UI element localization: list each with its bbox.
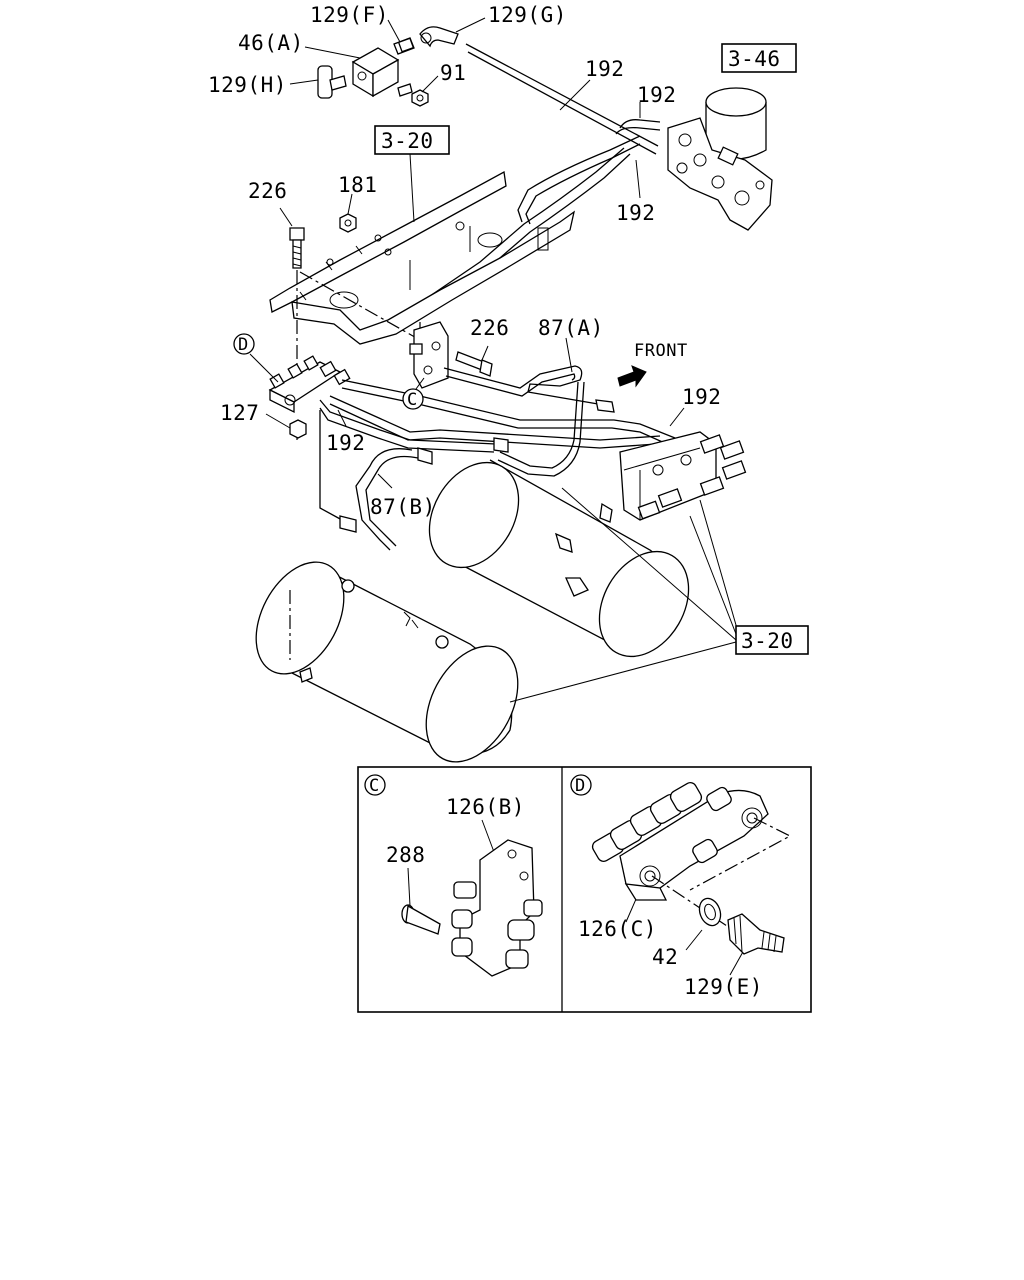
ref-box-3-20-bottom	[735, 625, 809, 655]
label-192-e: 192	[326, 431, 365, 455]
valve-126b-detail	[451, 839, 543, 977]
manifold-126c-detail	[591, 782, 769, 901]
air-tank-upper	[428, 459, 690, 658]
pipe-87b	[319, 410, 433, 551]
label-ref-3-46: 3-46	[728, 47, 781, 71]
detail-c-panel: C 126(B) 288	[364, 774, 543, 977]
detail-d-label-129e: 129(E)	[684, 975, 763, 999]
detail-d-label-126c: 126(C)	[578, 917, 657, 941]
pipe-192-lower	[319, 399, 509, 453]
svg-text:C: C	[407, 390, 418, 410]
detail-d-panel: D 126(C) 42 129(E)	[570, 774, 792, 999]
detail-d-circle-label: D	[575, 776, 586, 796]
label-192-a: 192	[585, 57, 624, 81]
pipe-192-upper	[409, 43, 661, 319]
frame-crossmember	[269, 170, 576, 345]
nut-91	[411, 89, 429, 107]
label-129f: 129(F)	[310, 3, 389, 27]
label-127: 127	[220, 401, 259, 425]
label-front: FRONT	[634, 341, 688, 361]
bolt-226-upper	[289, 227, 305, 269]
label-91: 91	[440, 61, 466, 85]
label-192-c: 192	[616, 201, 655, 225]
fitting-129g-elbow	[419, 26, 459, 48]
label-ref-3-20-bottom: 3-20	[741, 629, 794, 653]
bolt-226-lower	[455, 351, 493, 377]
detail-c-label-126b: 126(B)	[446, 795, 525, 819]
front-direction-arrow	[617, 365, 647, 388]
svg-text:D: D	[238, 335, 249, 355]
label-87b: 87(B)	[370, 495, 436, 519]
label-46a: 46(A)	[238, 31, 304, 55]
manifold-126c-mounted	[268, 355, 351, 414]
air-tank-lower	[255, 561, 519, 763]
air-dryer-assembly	[667, 87, 773, 231]
label-ref-3-20-top: 3-20	[381, 129, 434, 153]
valve-bracket-right	[619, 431, 747, 521]
label-87a: 87(A)	[538, 316, 604, 340]
callout-circle-d: D	[233, 333, 255, 355]
detail-c-circle-label: C	[369, 776, 380, 796]
label-129g: 129(G)	[488, 3, 567, 27]
ref-box-3-46	[721, 43, 797, 73]
fitting-129f	[393, 37, 415, 55]
callout-circle-c: C	[402, 388, 424, 410]
valve-126b-mounted	[409, 321, 449, 389]
ref-box-3-20-top	[374, 125, 450, 155]
fitting-129e	[727, 913, 785, 955]
label-181: 181	[338, 173, 377, 197]
bolt-288-detail	[401, 904, 441, 935]
label-192-b: 192	[637, 83, 676, 107]
washer-42	[698, 897, 722, 927]
pipe-192-middle	[329, 379, 681, 449]
label-192-d: 192	[682, 385, 721, 409]
label-226-upper: 226	[248, 179, 287, 203]
fitting-46a-block	[351, 47, 400, 98]
pipe-87a	[443, 365, 615, 477]
detail-c-label-288: 288	[386, 843, 425, 867]
nut-181	[339, 213, 357, 233]
fitting-129-small	[397, 83, 413, 97]
nut-127	[289, 419, 307, 439]
detail-d-label-42: 42	[652, 945, 678, 969]
label-226-lower: 226	[470, 316, 509, 340]
label-129h: 129(H)	[208, 73, 287, 97]
fitting-129h-tee	[317, 65, 347, 99]
